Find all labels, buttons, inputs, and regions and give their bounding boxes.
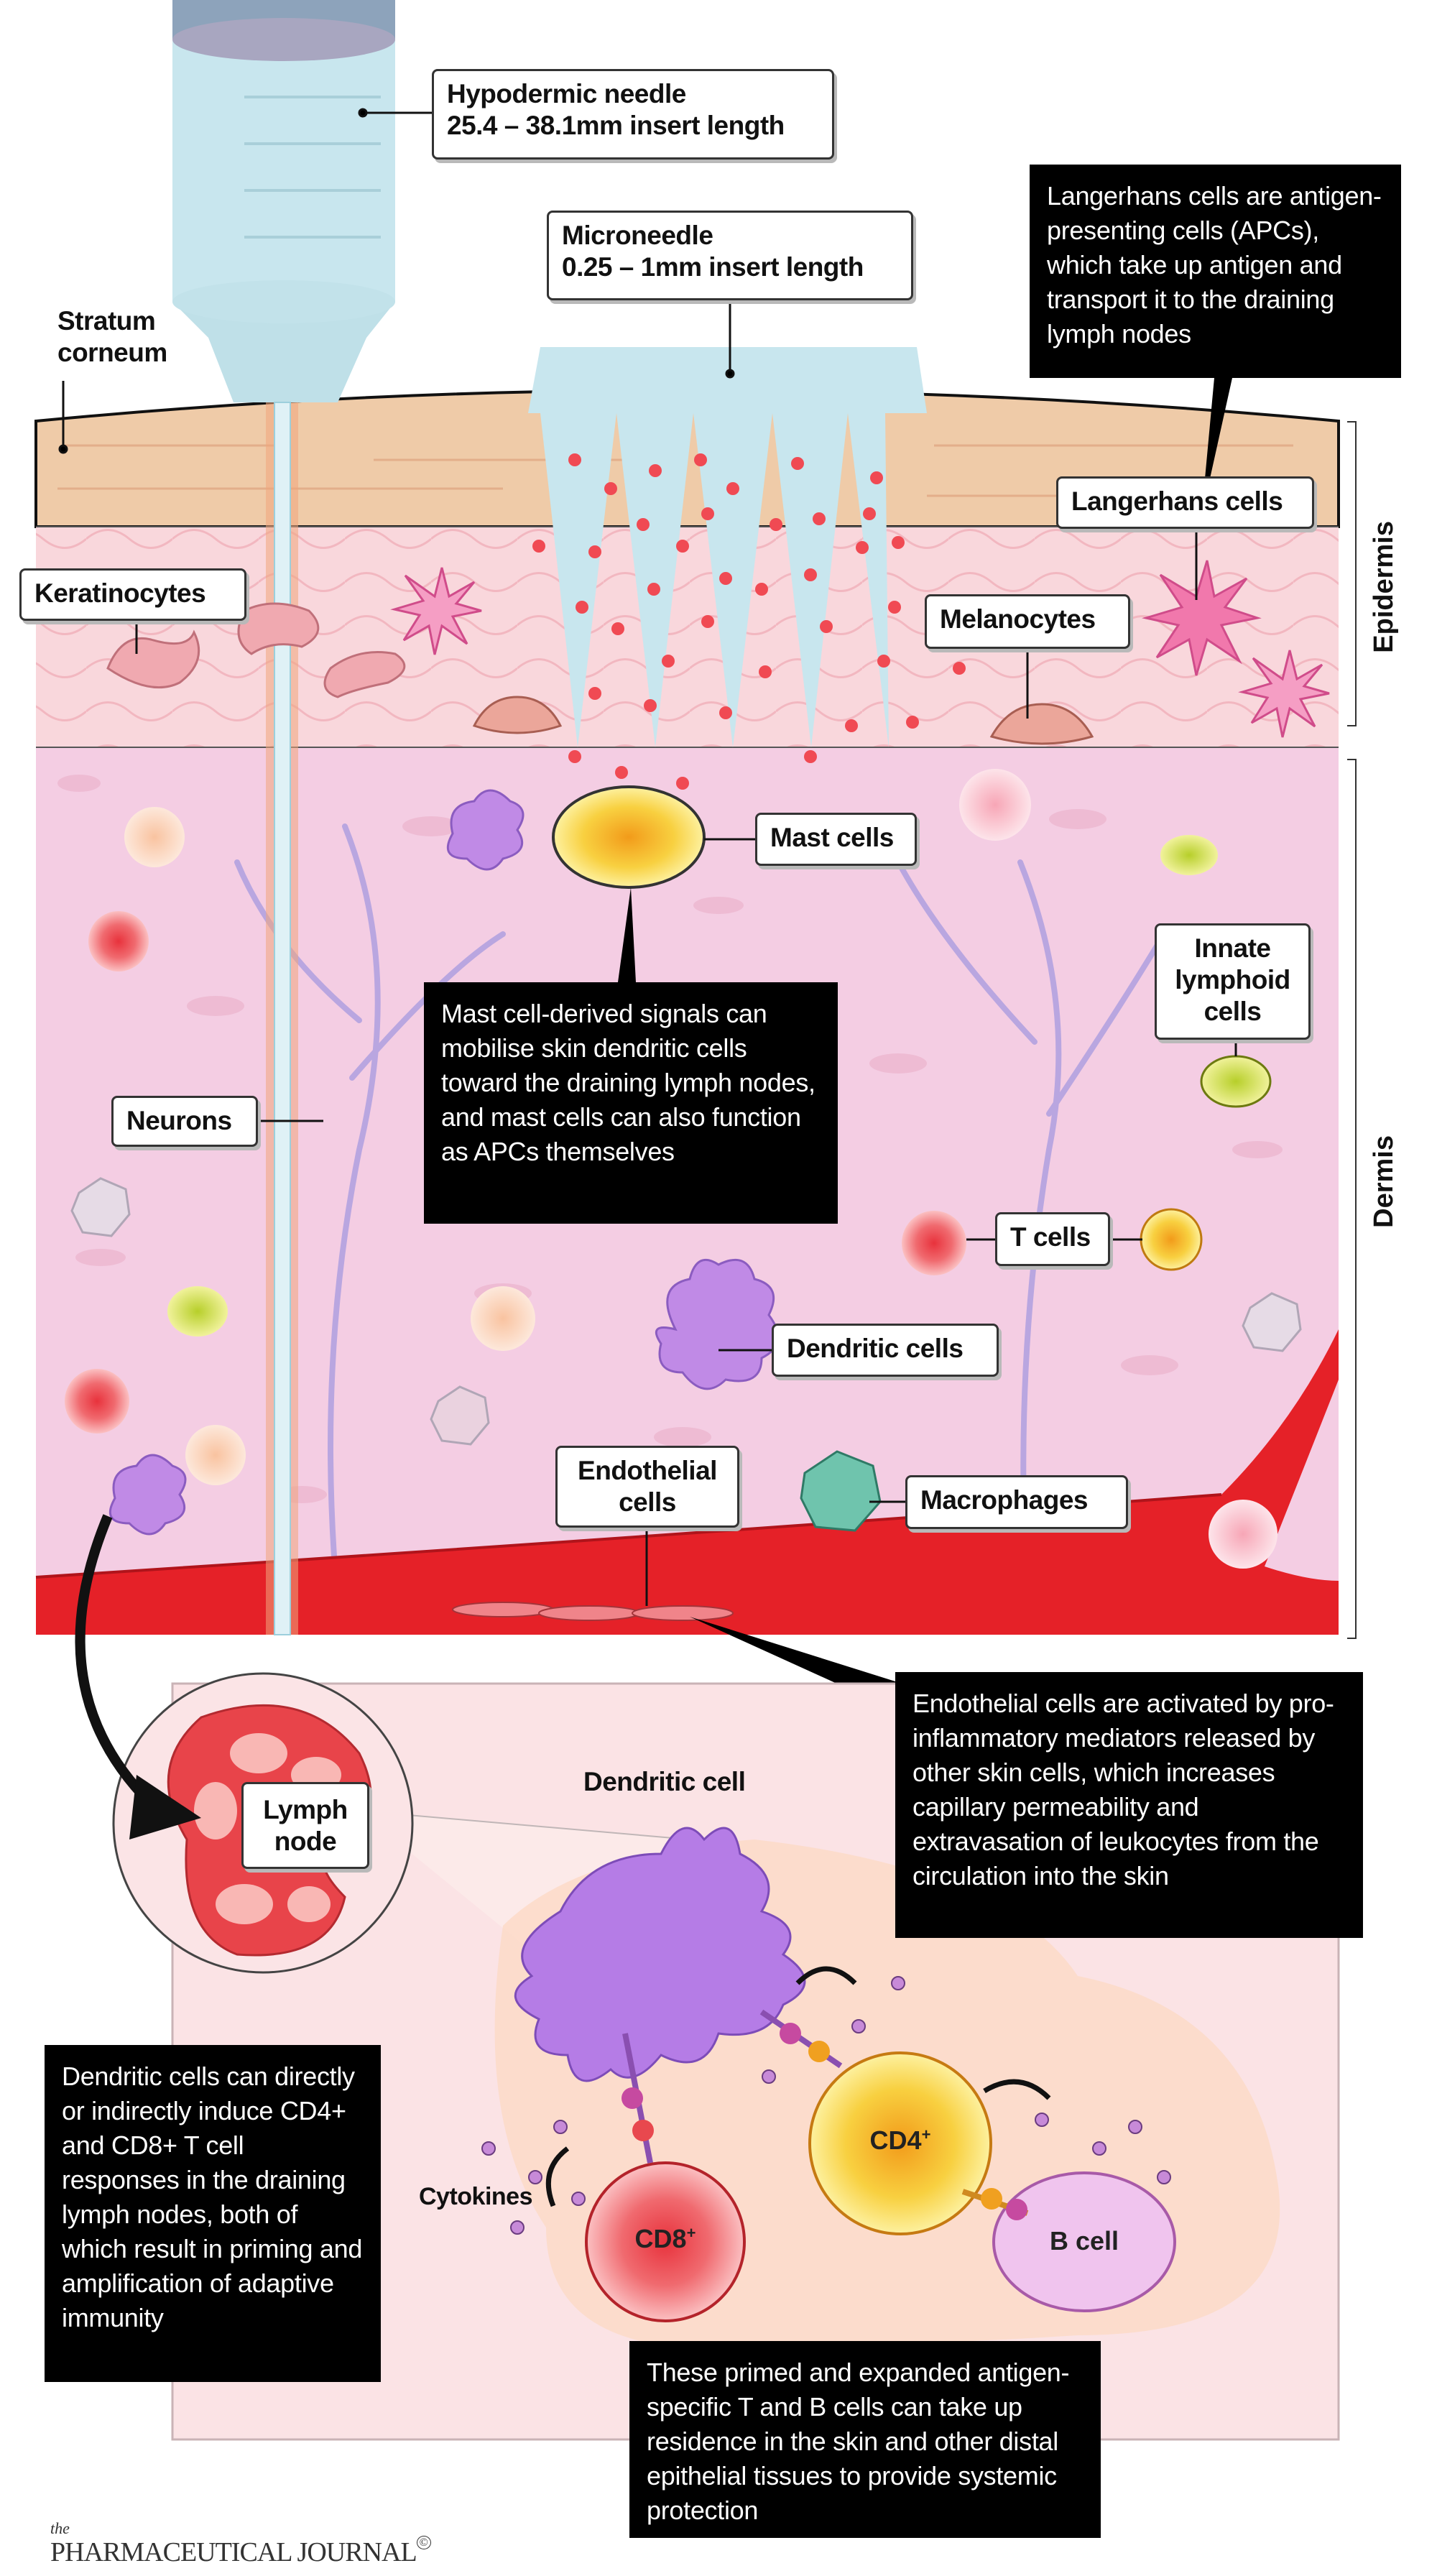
antigen-particles — [532, 453, 966, 790]
dendritic-cell-label: Dendritic cell — [583, 1767, 746, 1796]
primed-cells-callout: These primed and expanded antigen-specif… — [629, 2341, 1101, 2538]
logo-name: PHARMACEUTICAL JOURNAL — [50, 2537, 417, 2567]
langerhans-cell-shapes — [390, 560, 1330, 738]
cd8-cell-shape — [585, 2161, 746, 2322]
lymph-node-label: Lymph node — [241, 1782, 369, 1869]
neurons-label: Neurons — [111, 1096, 258, 1147]
innate-lymphoid-cells-label: Innate lymphoid cells — [1155, 923, 1311, 1040]
dendritic-callout: Dendritic cells can directly or indirect… — [45, 2045, 381, 2382]
hypodermic-title: Hypodermic needle — [447, 79, 686, 109]
microneedle-length: 0.25 – 1mm insert length — [562, 252, 864, 282]
lymph-flow-arrow — [75, 1514, 154, 1807]
langerhans-cells-label: Langerhans cells — [1056, 476, 1314, 529]
microneedle-title: Microneedle — [562, 221, 713, 250]
pharmaceutical-journal-logo: the PHARMACEUTICAL JOURNAL© — [50, 2521, 431, 2568]
endothelial-cells-shapes — [452, 1602, 734, 1621]
melanocytes-label: Melanocytes — [925, 594, 1130, 649]
cd4-sup: + — [921, 2125, 931, 2143]
hypodermic-length: 25.4 – 38.1mm insert length — [447, 111, 785, 140]
cytokines-label: Cytokines — [419, 2183, 533, 2210]
logo-the: the — [50, 2519, 70, 2537]
dendritic-cell-large — [514, 1827, 806, 2082]
mast-cells-label: Mast cells — [755, 813, 917, 866]
hypodermic-needle-shape — [172, 0, 395, 1635]
stratum-corneum-label: Stratum corneum — [57, 306, 167, 367]
t-cells-label: T cells — [995, 1212, 1110, 1266]
cd8-text: CD8 — [634, 2224, 687, 2253]
hypodermic-needle-label: Hypodermic needle 25.4 – 38.1mm insert l… — [432, 69, 834, 160]
microneedle-shape — [528, 347, 927, 747]
cd8-sup: + — [686, 2224, 696, 2242]
epidermis-label: Epidermis — [1369, 521, 1399, 653]
cd4-label: CD4+ — [843, 2125, 958, 2156]
endothelial-cells-label: Endothelial cells — [555, 1446, 739, 1528]
cd4-cell-shape — [808, 2051, 992, 2235]
dendritic-cells-label: Dendritic cells — [772, 1324, 999, 1377]
receptor-links — [622, 2009, 1029, 2220]
microneedle-label: Microneedle 0.25 – 1mm insert length — [547, 211, 913, 300]
dendritic-cell-shapes — [108, 789, 780, 1536]
keratinocytes-label: Keratinocytes — [19, 568, 246, 621]
b-cell-shape — [992, 2171, 1176, 2312]
b-cell-label: B cell — [1049, 2226, 1119, 2256]
dermis-label: Dermis — [1369, 1135, 1399, 1228]
cytokine-particles — [481, 1976, 1171, 2235]
layer-brackets — [1347, 421, 1357, 1639]
leader-lines — [58, 108, 1237, 1606]
interaction-arrows — [545, 1966, 1051, 2207]
cd8-label: CD8+ — [608, 2224, 723, 2254]
blood-vessel — [36, 1329, 1339, 1635]
mast-cell-shape — [552, 785, 706, 889]
langerhans-callout: Langerhans cells are antigen-presenting … — [1030, 165, 1401, 378]
melanocyte-shapes — [472, 696, 1094, 745]
endothelial-callout: Endothelial cells are activated by pro-i… — [895, 1672, 1363, 1938]
mast-cell-callout: Mast cell-derived signals can mobilise s… — [424, 982, 838, 1224]
macrophage-shape — [800, 1450, 882, 1532]
dermis-cell-shapes — [65, 769, 1302, 1569]
logo-copyright: © — [416, 2536, 431, 2549]
cd4-text: CD4 — [869, 2125, 922, 2155]
macrophages-label: Macrophages — [905, 1475, 1128, 1529]
keratinocyte-shapes — [106, 602, 406, 698]
